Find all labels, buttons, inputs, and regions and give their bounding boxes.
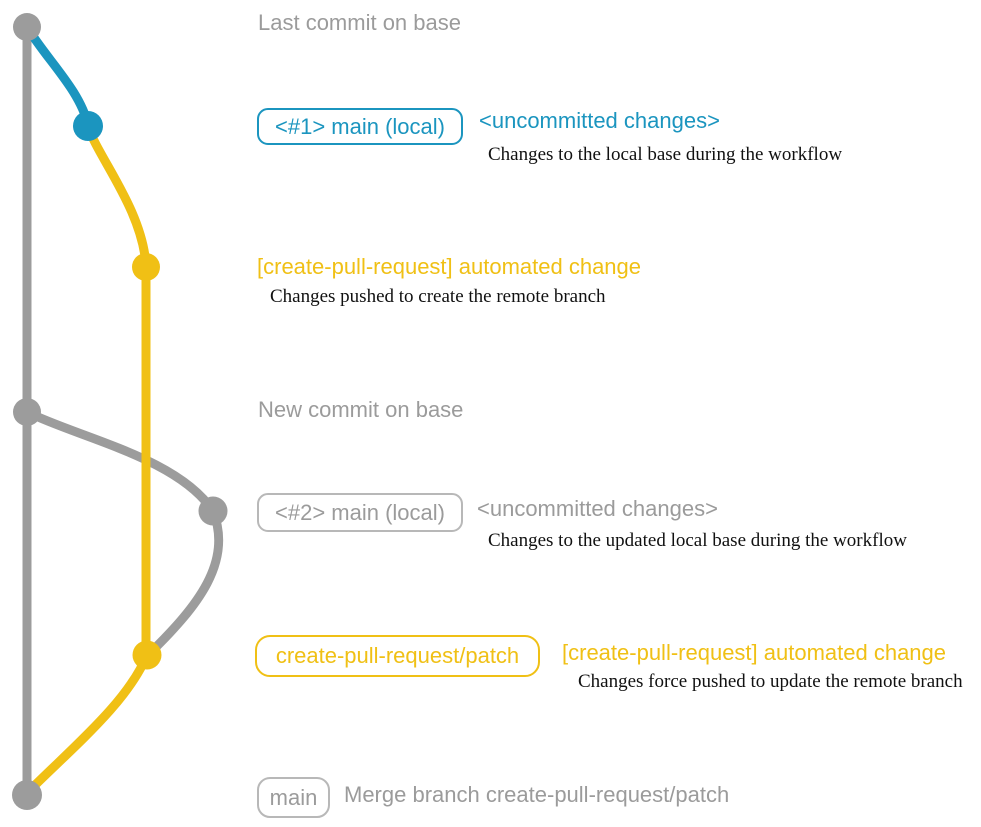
branch-badge-main: main [257, 777, 330, 818]
branch-badge-label: <#1> main (local) [275, 113, 445, 139]
caption-force-pushed-to-update: Changes force pushed to update the remot… [578, 671, 963, 692]
commit-dot-base-last [13, 13, 41, 41]
patch-merge-curve [23, 650, 152, 797]
commit-dot-main-local-1 [73, 111, 103, 141]
commit-message-automated-change-2: [create-pull-request] automated change [562, 640, 947, 665]
git-graph [12, 13, 228, 810]
branch-badge-main-local-2: <#2> main (local) [257, 493, 463, 532]
patch-branch-line [83, 122, 151, 661]
annotation-last-commit-on-base: Last commit on base [258, 10, 461, 35]
status-uncommitted-changes-2: <uncommitted changes> [477, 496, 718, 521]
commit-message-merge-branch: Merge branch create-pull-request/patch [344, 782, 730, 807]
commit-dot-base-merge [12, 780, 42, 810]
base-to-main2-curve [22, 407, 218, 516]
commit-dot-patch-1 [132, 253, 160, 281]
commit-dot-base-new [13, 398, 41, 426]
branch-badge-label: create-pull-request/patch [275, 643, 520, 668]
annotation-new-commit-on-base: New commit on base [258, 397, 464, 422]
branch-badge-label: main [269, 784, 318, 810]
main2-to-patch-curve [145, 506, 224, 658]
commit-message-automated-change-1: [create-pull-request] automated change [257, 254, 642, 279]
base-to-main1-curve [22, 22, 93, 130]
branch-badge-create-pull-request-patch: create-pull-request/patch [255, 635, 540, 677]
commit-dot-main-local-2 [198, 496, 228, 526]
commit-dot-patch-2 [132, 640, 162, 670]
branch-badge-label: <#2> main (local) [275, 499, 445, 525]
caption-local-base-changes: Changes to the local base during the wor… [488, 144, 843, 165]
caption-pushed-to-create: Changes pushed to create the remote bran… [270, 286, 606, 307]
status-uncommitted-changes-1: <uncommitted changes> [479, 108, 720, 133]
branch-badge-main-local-1: <#1> main (local) [257, 108, 463, 145]
caption-updated-local-base-changes: Changes to the updated local base during… [488, 530, 907, 551]
